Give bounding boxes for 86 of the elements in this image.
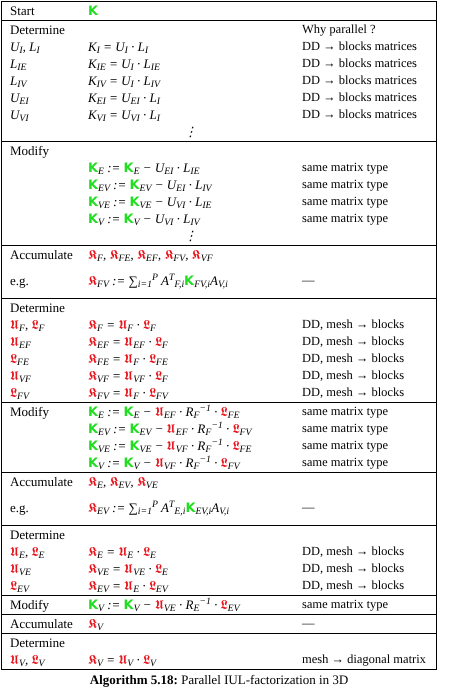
note-text: DD, mesh → blocks — [302, 317, 404, 331]
formula: K$_{I}$ = U$_{I}$ · L$_{I}$ — [88, 39, 148, 54]
note-text: same matrix type — [302, 438, 388, 452]
note-text: same matrix type — [302, 455, 388, 469]
formula: U$_{EI}$ — [10, 90, 29, 105]
formula: K$_{VI}$ = U$_{VI}$ · L$_{I}$ — [88, 107, 160, 122]
formula: 𝗞$_{EV}$ := 𝗞$_{EV}$ − U$_{EI}$ · L$_{IV}$ — [88, 177, 212, 192]
formula: 𝕷$_{EV}$ — [10, 578, 29, 593]
step-label: e.g. — [10, 500, 29, 514]
formula: 𝕶$_{VE}$ = 𝖀$_{VE}$ · 𝕷$_{E}$ — [88, 561, 168, 576]
formula: 𝕶$_{EV}$ = 𝖀$_{E}$ · 𝕷$_{EV}$ — [88, 578, 168, 593]
formula: 𝕶$_{E}$ = 𝖀$_{E}$ · 𝕷$_{E}$ — [88, 544, 156, 559]
note-text: same matrix type — [302, 160, 388, 174]
note-text: DD → blocks matrices — [302, 107, 417, 121]
formula: U$_{VI}$ — [10, 107, 29, 122]
formula: 𝖀$_{VF}$ — [10, 368, 31, 383]
note-text: DD, mesh → blocks — [302, 385, 404, 399]
step-label: Determine — [10, 527, 65, 542]
note-text: DD, mesh → blocks — [302, 334, 404, 348]
caption: Algorithm 5.18: Parallel IUL-factorization in 3D — [90, 672, 348, 687]
formula: K$_{IE}$ = U$_{I}$ · L$_{IE}$ — [88, 56, 160, 71]
formula: 𝕶$_{EF}$ = 𝖀$_{EF}$ · 𝕷$_{F}$ — [88, 334, 168, 349]
note-text: same matrix type — [302, 211, 388, 225]
note-text: DD → blocks matrices — [302, 73, 417, 87]
formula: 𝕶$_{V}$ = 𝖀$_{V}$ · 𝕷$_{V}$ — [88, 652, 156, 667]
step-label: Determine — [10, 300, 65, 315]
note-text: DD, mesh → blocks — [302, 561, 404, 575]
formula: 𝗞$_{E}$ := 𝗞$_{E}$ − 𝖀$_{EF}$ · R$_{F}$$^{−1}$ · 𝕷$_{FE}$ — [88, 404, 240, 419]
note-text: DD, mesh → blocks — [302, 351, 404, 365]
note-text: same matrix type — [302, 421, 388, 435]
formula: 𝕷$_{FE}$ — [10, 351, 29, 366]
formula: 𝗞$_{EV}$ := 𝗞$_{EV}$ − 𝖀$_{EF}$ · R$_{F}$$^{−1}$ · 𝕷$_{FV}$ — [88, 421, 252, 436]
note-text: — — [302, 272, 314, 286]
note-text: same matrix type — [302, 177, 388, 191]
formula: 𝕶$_{VF}$ = 𝖀$_{VF}$ · 𝕷$_{F}$ — [88, 368, 168, 383]
note-text: same matrix type — [302, 194, 388, 208]
formula: 𝕶$_{FV}$ := ∑$_{i=1}$$^{P}$ A$^{T}$$_{F,i}$𝗞$_{FV,i}$A$_{V,i}$ — [88, 272, 228, 288]
note-text: DD, mesh → blocks — [302, 544, 404, 558]
note-text: same matrix type — [302, 404, 388, 418]
note-text: mesh → diagonal matrix — [302, 652, 426, 666]
step-label: Accumulate — [10, 247, 73, 262]
note-text: Why parallel ? — [302, 22, 376, 36]
formula: 𝖀$_{F}$, 𝕷$_{F}$ — [10, 317, 44, 332]
note-text: — — [302, 500, 314, 514]
formula: 𝕶$_{F}$, 𝕶$_{FE}$, 𝕶$_{EF}$, 𝕶$_{FV}$, 𝕶$_{VF}$ — [88, 247, 213, 262]
formula: 𝕶$_{FE}$ = 𝖀$_{F}$ · 𝕷$_{FE}$ — [88, 351, 168, 366]
formula: 𝗞$_{VE}$ := 𝗞$_{VE}$ − 𝖀$_{VF}$ · R$_{F}$$^{−1}$ · 𝕷$_{FE}$ — [88, 438, 252, 453]
formula: 𝗞$_{E}$ := 𝗞$_{E}$ − U$_{EI}$ · L$_{IE}$ — [88, 160, 200, 175]
formula: 𝖀$_{VE}$ — [10, 561, 31, 576]
note-text: — — [302, 616, 314, 630]
formula: 𝕶$_{F}$ = 𝖀$_{F}$ · 𝕷$_{F}$ — [88, 317, 156, 332]
formula: 𝖀$_{V}$, 𝕷$_{V}$ — [10, 652, 44, 667]
note-text: same matrix type — [302, 597, 388, 611]
formula: L$_{IE}$ — [10, 56, 26, 71]
note-text: DD, mesh → blocks — [302, 368, 404, 382]
formula: K$_{EI}$ = U$_{EI}$ · L$_{I}$ — [88, 90, 160, 105]
formula: 𝖀$_{EF}$ — [10, 334, 31, 349]
step-label: Determine — [10, 635, 65, 650]
step-label: Accumulate — [10, 616, 73, 631]
formula: 𝕷$_{FV}$ — [10, 385, 29, 400]
formula: 𝗞$_{V}$ := 𝗞$_{V}$ − 𝖀$_{VE}$ · R$_{E}$$^{−1}$ · 𝕷$_{EV}$ — [88, 597, 240, 612]
step-label: Modify — [10, 143, 49, 158]
formula: 𝗞$_{V}$ := 𝗞$_{V}$ − 𝖀$_{VF}$ · R$_{F}$$^{−1}$ · 𝕷$_{FV}$ — [88, 455, 240, 470]
formula: 𝕶$_{FV}$ = 𝖀$_{F}$ · 𝕷$_{FV}$ — [88, 385, 168, 400]
step-label: Accumulate — [10, 474, 73, 489]
note-text: DD → blocks matrices — [302, 39, 417, 53]
formula: 𝗞 — [88, 3, 98, 18]
step-label: e.g. — [10, 272, 29, 288]
formula: 𝖀$_{E}$, 𝕷$_{E}$ — [10, 544, 44, 559]
step-label: Determine — [10, 22, 65, 37]
note-text: DD → blocks matrices — [302, 56, 417, 70]
formula: 𝕶$_{EV}$ := ∑$_{i=1}$$^{P}$ A$^{T}$$_{E,i}$𝗞$_{EV,i}$A$_{V,i}$ — [88, 500, 230, 514]
formula: ⋮ — [184, 228, 197, 243]
note-text: DD, mesh → blocks — [302, 578, 404, 592]
step-label: Modify — [10, 404, 49, 419]
step-label: Start — [10, 3, 35, 18]
note-text: DD → blocks matrices — [302, 90, 417, 104]
formula: 𝗞$_{VE}$ := 𝗞$_{VE}$ − U$_{VI}$ · L$_{IE}$ — [88, 194, 212, 209]
formula: 𝗞$_{V}$ := 𝗞$_{V}$ − U$_{VI}$ · L$_{IV}$ — [88, 211, 200, 226]
formula: 𝕶$_{E}$, 𝕶$_{EV}$, 𝕶$_{VE}$ — [88, 474, 158, 489]
formula: ⋮ — [184, 124, 197, 139]
step-label: Modify — [10, 597, 49, 612]
formula: 𝕶$_{V}$ — [88, 616, 103, 631]
formula: U$_{I}$, L$_{I}$ — [10, 39, 40, 54]
formula: K$_{IV}$ = U$_{I}$ · L$_{IV}$ — [88, 73, 160, 88]
formula: L$_{IV}$ — [10, 73, 26, 88]
